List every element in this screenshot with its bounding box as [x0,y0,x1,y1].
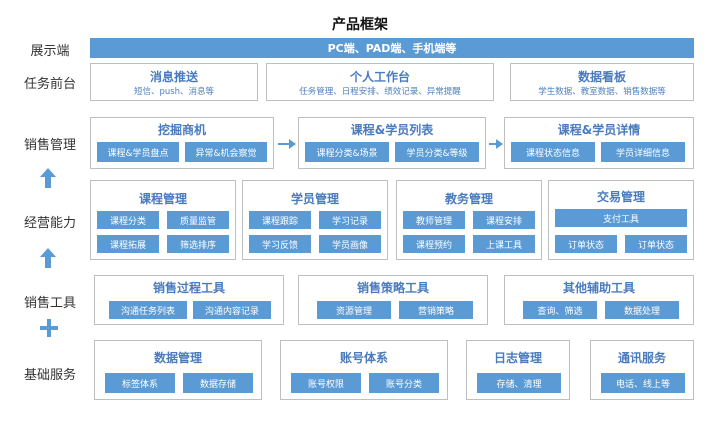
operation-box: 课程管理 课程分类 质量监管 课程拓展 筛选排序 [90,180,236,260]
sales-tools-box: 销售策略工具 资源管理 营销策略 [298,275,488,325]
chip: 质量监管 [167,211,229,229]
chip: 异常&机会察觉 [185,142,267,162]
arrow-right-icon [489,139,503,149]
box-title: 学员管理 [290,192,339,206]
chip: 课程分类 [97,211,159,229]
box-subtitle: 学生数据、教室数据、销售数据等 [538,87,666,97]
box-title: 教务管理 [444,192,493,206]
chip: 支付工具 [555,209,687,227]
base-box: 日志管理 存储、清理 [466,340,570,400]
box-title: 账号体系 [339,351,388,365]
operation-box: 交易管理 支付工具 订单状态 订单状态 [548,180,694,260]
box-title: 销售策略工具 [356,281,429,295]
chip: 学员详细信息 [601,142,685,162]
chip: 课程&学员盘点 [97,142,179,162]
label-display: 展示端 [30,44,70,59]
chip: 上课工具 [473,235,535,253]
sales-mgmt-box: 课程&学员详情 课程状态信息 学员详细信息 [504,117,694,169]
box-title: 日志管理 [493,351,542,365]
chip: 教师管理 [403,211,465,229]
box-title: 通讯服务 [617,351,666,365]
page-title: 产品框架 [332,17,388,33]
chip: 课程跟踪 [249,211,311,229]
chip: 课程预约 [403,235,465,253]
frontend-box: 个人工作台 任务管理、日程安排、绩效记录、异常提醒 [266,63,494,101]
box-title: 消息推送 [149,70,198,84]
box-title: 数据看板 [577,70,626,84]
chip: 学习反馈 [249,235,311,253]
arrow-up-icon [40,168,56,188]
box-title: 数据管理 [153,351,202,365]
chip: 学员分类&等级 [395,142,479,162]
chip: 订单状态 [555,235,617,253]
chip: 数据存储 [183,373,253,393]
chip: 筛选排序 [167,235,229,253]
chip: 电话、线上等 [601,373,685,393]
display-bar: PC端、PAD端、手机端等 [90,38,694,58]
box-title: 其他辅助工具 [562,281,635,295]
box-title: 课程&学员列表 [350,123,434,137]
chip: 沟通任务列表 [109,301,187,319]
sales-tools-box: 其他辅助工具 查询、筛选 数据处理 [504,275,694,325]
plus-icon [40,318,60,338]
operation-box: 教务管理 教师管理 课程安排 课程预约 上课工具 [396,180,542,260]
box-title: 销售过程工具 [152,281,225,295]
chip: 标签体系 [105,373,175,393]
base-box: 账号体系 账号权限 账号分类 [280,340,448,400]
chip: 课程状态信息 [511,142,595,162]
chip: 沟通内容记录 [193,301,271,319]
chip: 课程分类&场景 [305,142,389,162]
chip: 数据处理 [605,301,679,319]
box-title: 课程&学员详情 [557,123,641,137]
box-subtitle: 任务管理、日程安排、绩效记录、异常提醒 [299,87,461,97]
label-sales-mgmt: 销售管理 [23,138,76,153]
frontend-box: 数据看板 学生数据、教室数据、销售数据等 [510,63,694,101]
label-operation: 经营能力 [23,216,76,231]
sales-mgmt-box: 挖掘商机 课程&学员盘点 异常&机会察觉 [90,117,274,169]
chip: 账号权限 [291,373,361,393]
arrow-up-icon [40,248,56,268]
label-base: 基础服务 [23,368,76,383]
label-sales-tools: 销售工具 [23,296,76,311]
sales-mgmt-box: 课程&学员列表 课程分类&场景 学员分类&等级 [298,117,486,169]
box-title: 课程管理 [138,192,187,206]
sales-tools-box: 销售过程工具 沟通任务列表 沟通内容记录 [94,275,284,325]
chip: 学员画像 [319,235,381,253]
chip: 订单状态 [625,235,687,253]
chip: 存储、清理 [477,373,561,393]
box-subtitle: 短信、push、消息等 [133,87,215,97]
label-frontend: 任务前台 [23,77,76,92]
box-title: 交易管理 [596,190,645,204]
base-box: 数据管理 标签体系 数据存储 [94,340,262,400]
chip: 学习记录 [319,211,381,229]
chip: 查询、筛选 [523,301,597,319]
chip: 资源管理 [317,301,391,319]
box-title: 挖掘商机 [157,123,206,137]
chip: 账号分类 [369,373,439,393]
operation-box: 学员管理 课程跟踪 学习记录 学习反馈 学员画像 [242,180,388,260]
frontend-box: 消息推送 短信、push、消息等 [90,63,258,101]
chip: 课程拓展 [97,235,159,253]
box-title: 个人工作台 [349,70,410,84]
chip: 营销策略 [399,301,473,319]
base-box: 通讯服务 电话、线上等 [590,340,694,400]
chip: 课程安排 [473,211,535,229]
arrow-right-icon [278,139,296,149]
